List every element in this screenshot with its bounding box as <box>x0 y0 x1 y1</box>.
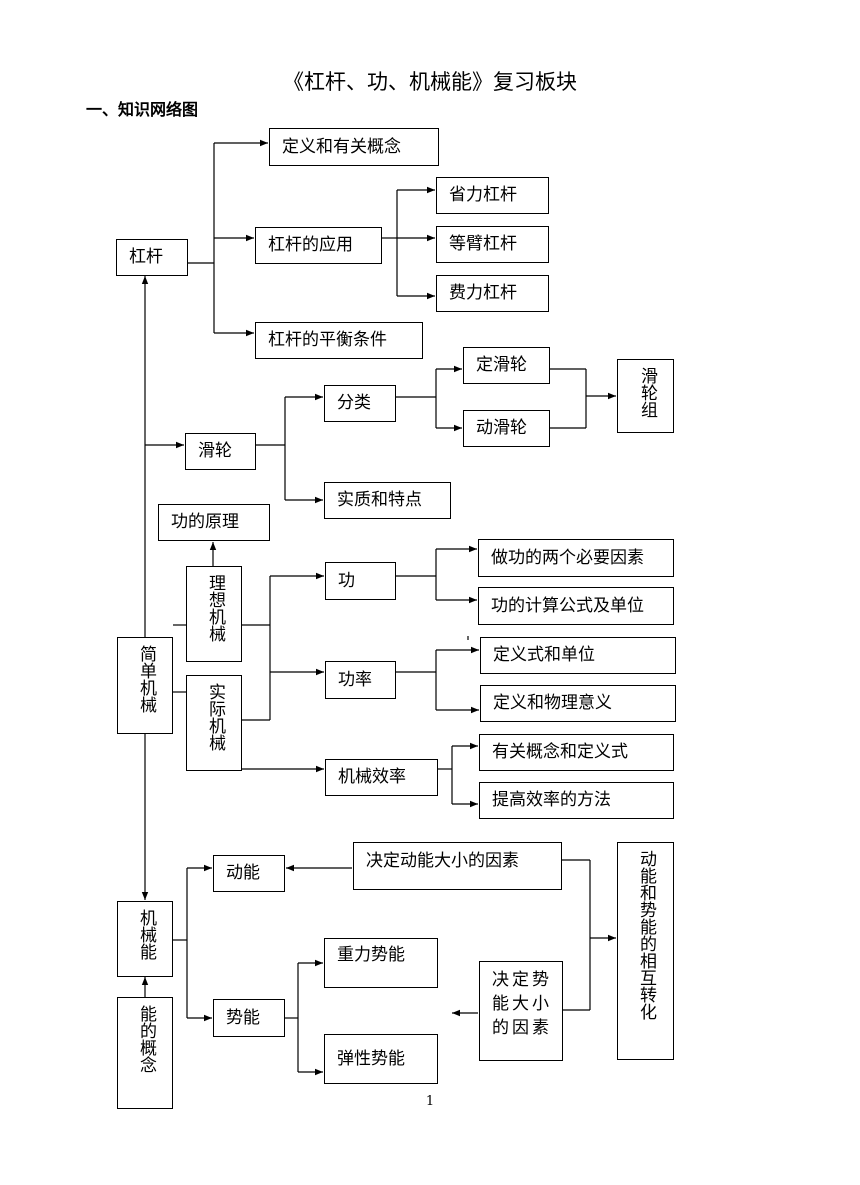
node-efficiency-improve: 提高效率的方法 <box>479 782 674 819</box>
node-energy-concept: 能的概念 <box>117 997 173 1109</box>
node-classification: 分类 <box>324 385 396 422</box>
node-potential-energy: 势能 <box>213 999 285 1037</box>
node-kinetic-energy: 动能 <box>213 855 285 892</box>
node-force-costing-lever: 费力杠杆 <box>436 275 549 312</box>
node-efficiency: 机械效率 <box>325 759 438 796</box>
node-efficiency-concepts: 有关概念和定义式 <box>479 734 674 771</box>
node-equal-arm-lever: 等臂杠杆 <box>436 226 549 263</box>
node-lever: 杠杆 <box>116 239 188 276</box>
node-power-meaning: 定义和物理意义 <box>480 685 676 722</box>
node-power: 功率 <box>325 661 396 699</box>
node-force-saving-lever: 省力杠杆 <box>436 177 549 214</box>
node-work: 功 <box>325 562 396 600</box>
node-pulley: 滑轮 <box>185 433 256 470</box>
node-mechanical-energy: 机械能 <box>117 901 173 977</box>
node-kinetic-factors: 决定动能大小的因素 <box>353 842 562 890</box>
node-elastic-pe: 弹性势能 <box>324 1034 438 1084</box>
node-pulley-block: 滑轮组 <box>617 359 674 433</box>
node-power-def-unit: 定义式和单位 <box>480 637 676 674</box>
page-number: 1 <box>425 1094 435 1109</box>
node-lever-application: 杠杆的应用 <box>255 227 382 264</box>
node-definition: 定义和有关概念 <box>269 128 439 166</box>
node-gravitational-pe: 重力势能 <box>324 938 438 988</box>
node-simple-machine: 简单机械 <box>117 637 173 734</box>
node-fixed-pulley: 定滑轮 <box>463 347 550 384</box>
node-ideal-machine: 理想机械 <box>186 566 242 662</box>
node-essence-features: 实质和特点 <box>324 482 451 519</box>
section-heading: 一、知识网络图 <box>86 100 199 119</box>
node-energy-conversion: 动能和势能的相互转化 <box>617 842 674 1060</box>
node-work-formula: 功的计算公式及单位 <box>478 587 674 625</box>
node-potential-factors: 决定势能大小的因素 <box>479 961 563 1061</box>
node-movable-pulley: 动滑轮 <box>463 410 550 447</box>
node-work-factors: 做功的两个必要因素 <box>478 539 674 577</box>
node-lever-balance: 杠杆的平衡条件 <box>255 322 423 359</box>
node-actual-machine: 实际机械 <box>186 675 242 771</box>
page-title: 《杠杆、功、机械能》复习板块 <box>283 70 577 94</box>
node-work-principle: 功的原理 <box>158 504 270 541</box>
